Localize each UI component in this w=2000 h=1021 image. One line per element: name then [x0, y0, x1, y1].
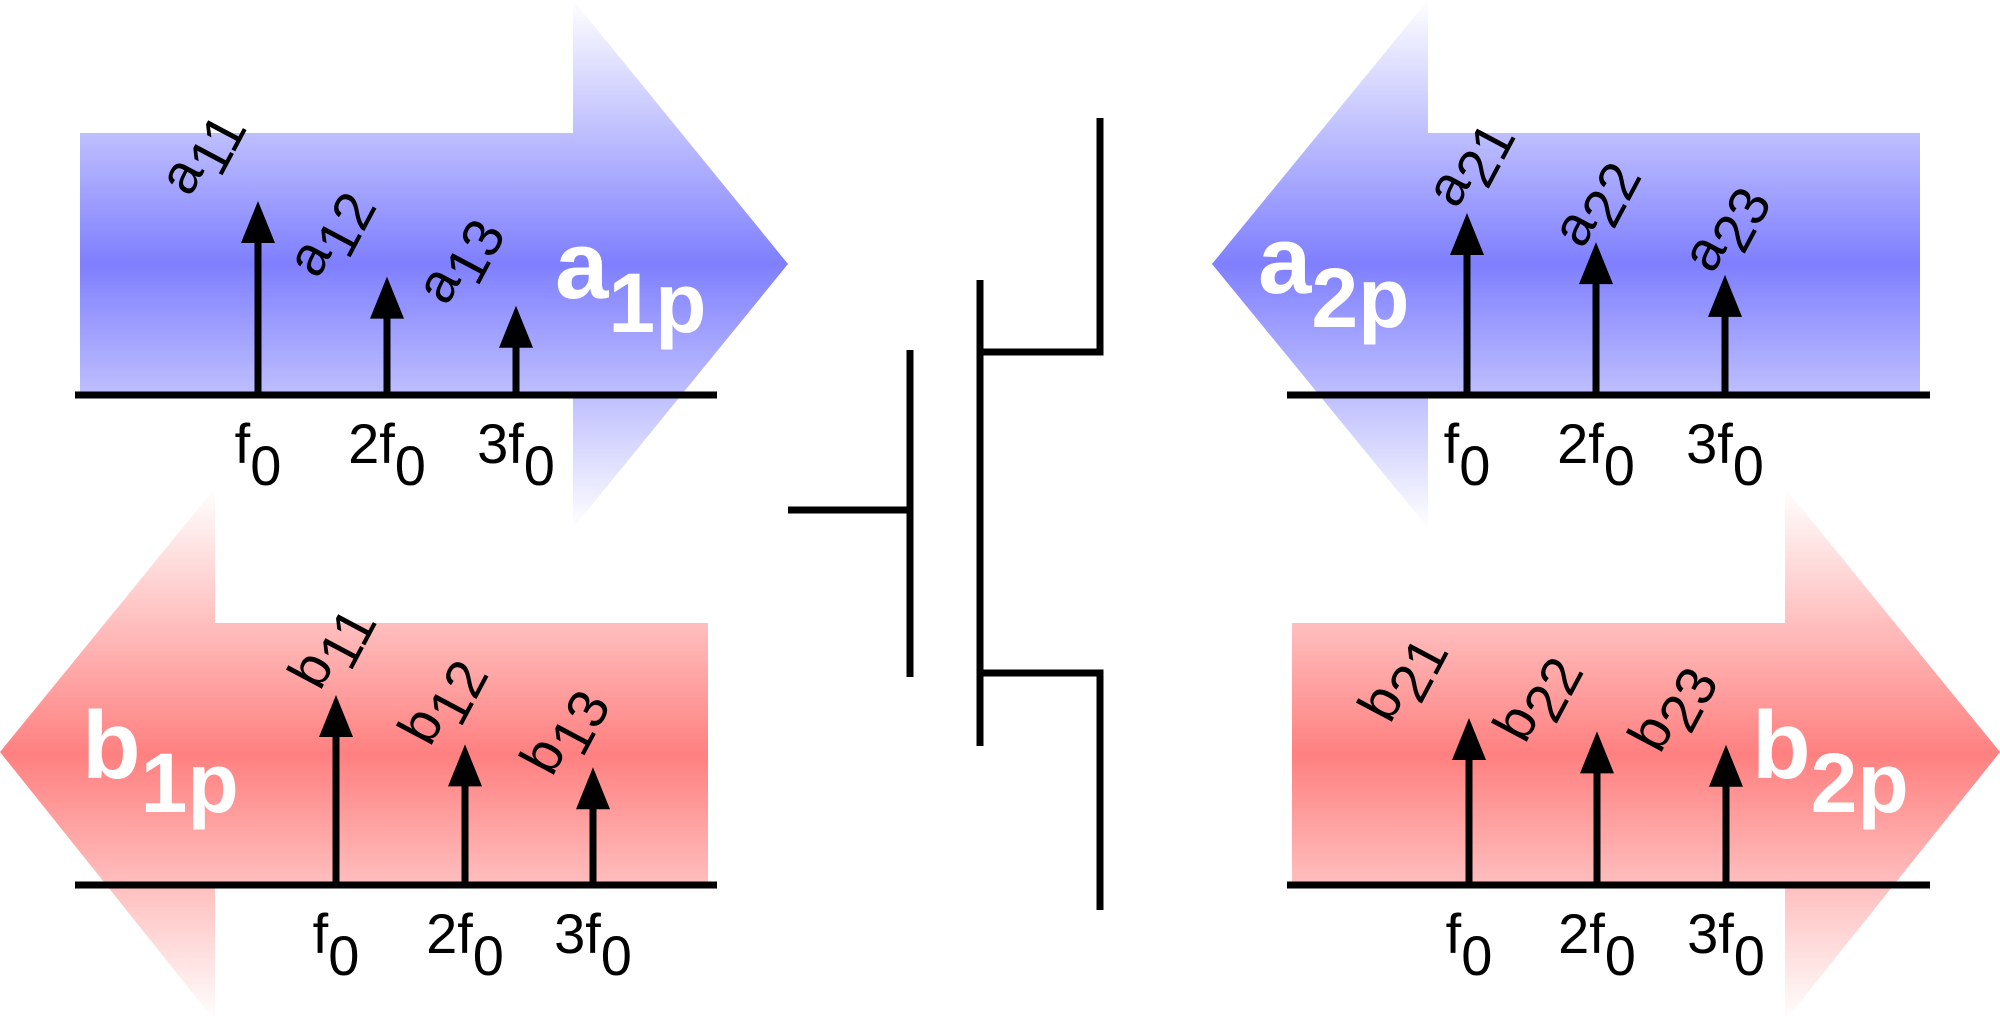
frequency-coef: 3: [1687, 902, 1718, 965]
frequency-label: 3f0: [1687, 902, 1765, 987]
wave-label-a2p: a2p: [1258, 207, 1409, 345]
wave-label-base: b: [82, 692, 141, 799]
frequency-label: 3f0: [554, 902, 632, 987]
frequency-base: f: [1717, 412, 1733, 475]
harmonic-arrowhead: [1452, 718, 1486, 760]
frequency-base: f: [1446, 902, 1462, 965]
wave-label-b1p: b1p: [82, 692, 239, 830]
wave-label-sub: 1p: [141, 736, 239, 830]
frequency-sub: 0: [1734, 924, 1765, 987]
harmonic-arrowhead: [241, 201, 275, 243]
frequency-sub: 0: [250, 434, 281, 497]
frequency-base: f: [313, 902, 329, 965]
harmonic-arrowhead: [1709, 744, 1743, 787]
frequency-label: f0: [235, 412, 282, 497]
wave-label-sub: 2p: [1811, 736, 1909, 830]
wave-label-b2p: b2p: [1752, 692, 1909, 830]
frequency-coef: 2: [426, 902, 457, 965]
frequency-sub: 0: [328, 924, 359, 987]
frequency-coef: 2: [1557, 412, 1588, 475]
frequency-base: f: [585, 902, 601, 965]
frequency-coef: 3: [1686, 412, 1717, 475]
harmonic-arrowhead: [576, 767, 610, 810]
frequency-label: f0: [1444, 412, 1491, 497]
frequency-base: f: [508, 412, 524, 475]
frequency-label: 2f0: [348, 412, 426, 497]
frequency-label: f0: [1446, 902, 1493, 987]
frequency-coef: 2: [348, 412, 379, 475]
frequency-sub: 0: [524, 434, 555, 497]
wave-label-sub: 2p: [1311, 251, 1409, 345]
source-lead: [980, 669, 1104, 910]
harmonic-arrowhead: [319, 695, 353, 737]
frequency-base: f: [1718, 902, 1734, 965]
wave-label-base: a: [555, 212, 609, 319]
frequency-base: f: [1444, 412, 1460, 475]
frequency-label: 3f0: [1686, 412, 1764, 497]
frequency-label: f0: [313, 902, 360, 987]
wave-label-base: a: [1258, 207, 1312, 314]
harmonic-arrowhead: [1450, 213, 1484, 255]
frequency-base: f: [1589, 902, 1605, 965]
harmonic-arrowhead: [448, 744, 482, 787]
drain-lead: [980, 118, 1104, 356]
frequency-base: f: [457, 902, 473, 965]
frequency-base: f: [235, 412, 251, 475]
transistor-symbol: [788, 118, 1104, 910]
frequency-label: 2f0: [1558, 902, 1636, 987]
harmonic-arrowhead: [1579, 242, 1613, 285]
harmonic-arrowhead: [1580, 731, 1614, 774]
frequency-base: f: [379, 412, 395, 475]
frequency-base: f: [1588, 412, 1604, 475]
frequency-sub: 0: [601, 924, 632, 987]
harmonic-arrowhead: [499, 305, 533, 348]
wave-label-sub: 1p: [608, 256, 706, 350]
harmonic-arrowhead: [370, 276, 404, 319]
frequency-sub: 0: [1461, 924, 1492, 987]
frequency-coef: 2: [1558, 902, 1589, 965]
frequency-label: 2f0: [426, 902, 504, 987]
frequency-sub: 0: [1604, 434, 1635, 497]
frequency-sub: 0: [395, 434, 426, 497]
frequency-sub: 0: [1733, 434, 1764, 497]
harmonic-arrowhead: [1708, 274, 1742, 317]
frequency-sub: 0: [473, 924, 504, 987]
frequency-coef: 3: [554, 902, 585, 965]
frequency-label: 3f0: [477, 412, 555, 497]
frequency-sub: 0: [1605, 924, 1636, 987]
frequency-coef: 3: [477, 412, 508, 475]
frequency-sub: 0: [1459, 434, 1490, 497]
wave-label-base: b: [1752, 692, 1811, 799]
frequency-label: 2f0: [1557, 412, 1635, 497]
wave-label-a1p: a1p: [555, 212, 706, 350]
